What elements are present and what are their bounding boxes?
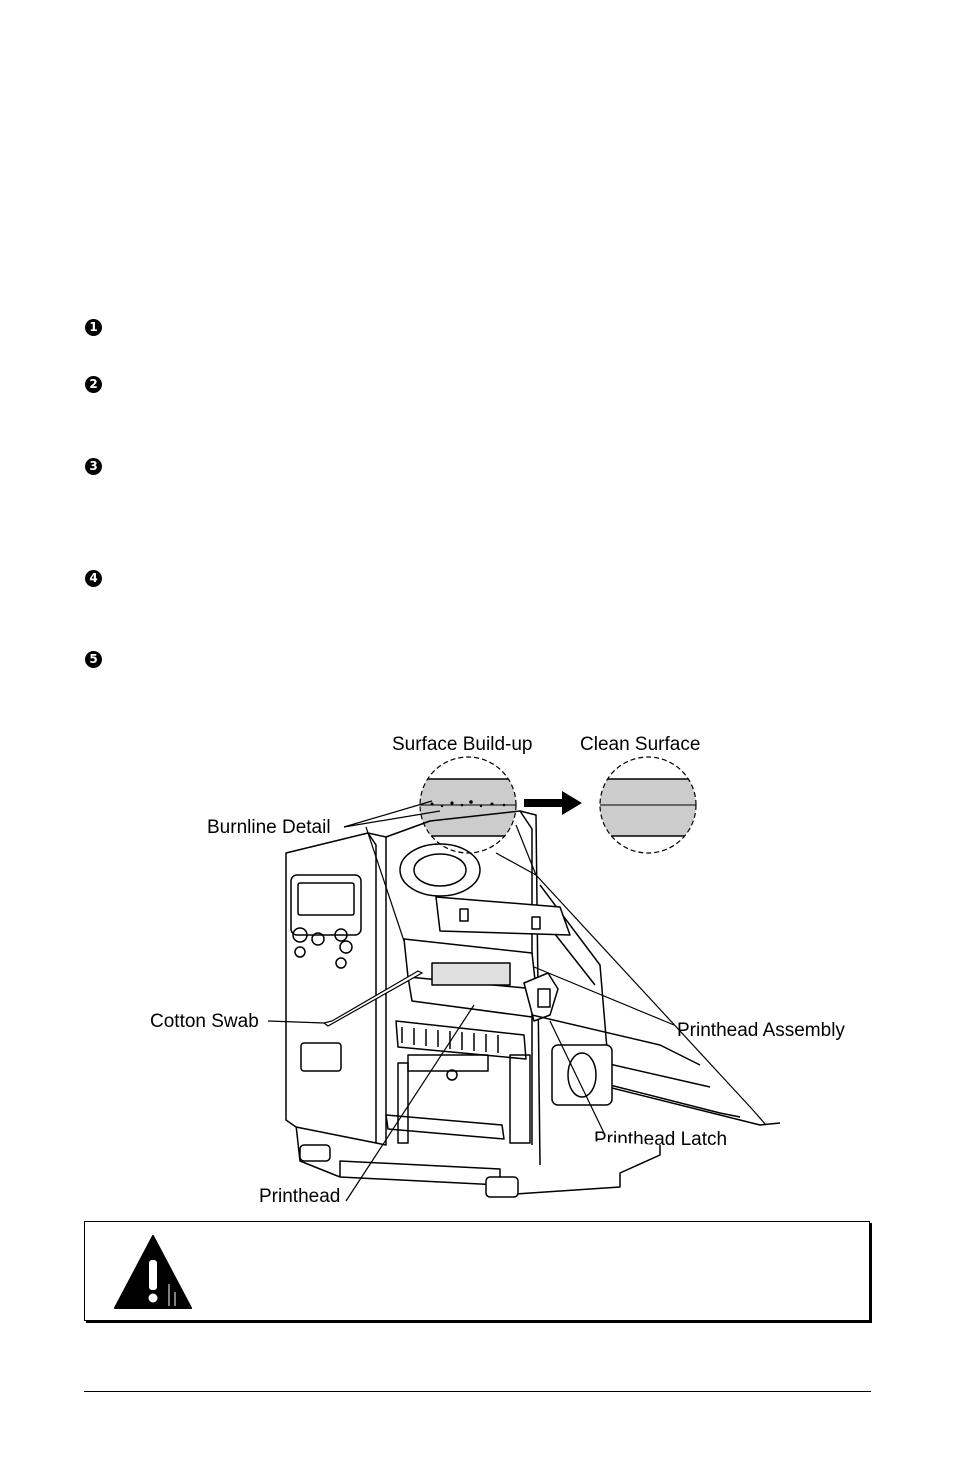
step-marker-2: 2 (85, 376, 102, 393)
step-marker-3: 3 (85, 458, 102, 475)
caution-box (84, 1221, 870, 1321)
clean-surface-detail (599, 756, 697, 854)
printer-illustration (285, 810, 781, 1198)
printhead-cleaning-figure: Surface Build-up Clean Surface Burnline … (150, 734, 845, 1207)
footer-rule (84, 1391, 871, 1392)
label-clean-surface: Clean Surface (580, 734, 700, 755)
label-surface-buildup: Surface Build-up (392, 734, 532, 755)
step-marker-5: 5 (85, 651, 102, 668)
label-printhead: Printhead (259, 1186, 340, 1207)
label-burnline-detail: Burnline Detail (207, 817, 331, 838)
arrow-right-icon (524, 791, 582, 815)
step-marker-4: 4 (85, 570, 102, 587)
warning-triangle-icon (114, 1235, 192, 1309)
step-marker-1: 1 (85, 319, 102, 336)
surface-buildup-detail (419, 756, 517, 854)
label-cotton-swab: Cotton Swab (150, 1011, 259, 1032)
label-printhead-assembly: Printhead Assembly (677, 1020, 845, 1041)
callout-leaders (267, 800, 767, 1202)
